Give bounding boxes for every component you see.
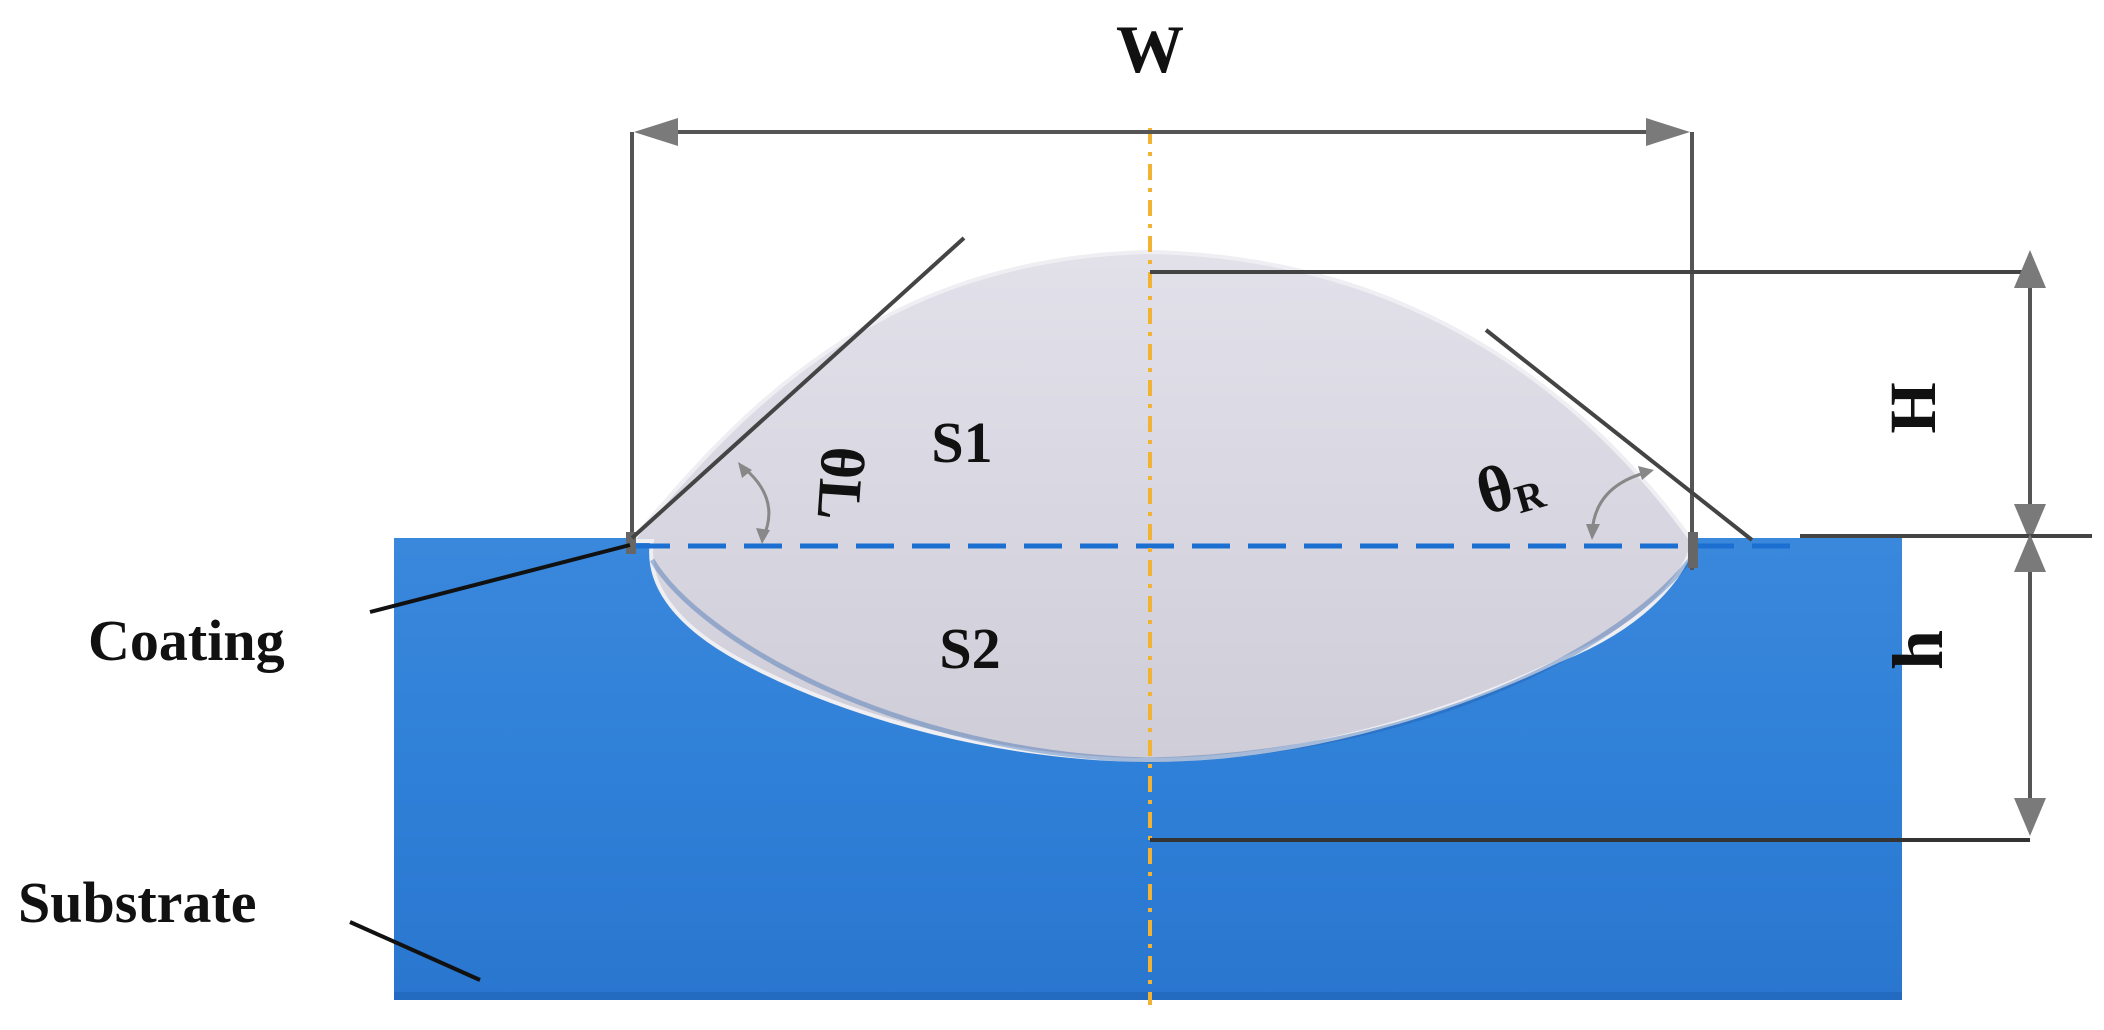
right-angle-arrow-bottom	[1586, 524, 1600, 540]
depth-label: h	[1878, 630, 1958, 670]
depth-arrow-bottom	[2014, 798, 2046, 836]
depth-arrow-top	[2014, 534, 2046, 572]
left-tangent-line	[630, 236, 966, 540]
left-toe-marker	[626, 532, 636, 554]
height-arrow-top	[2014, 250, 2046, 288]
coating-bead	[627, 249, 1695, 763]
coating-label: Coating	[88, 608, 285, 673]
width-label: W	[1116, 11, 1184, 87]
height-top-label: H	[1877, 382, 1950, 433]
right-angle-arrow-top	[1638, 466, 1654, 480]
substrate-label: Substrate	[18, 870, 256, 935]
theta-left-label: θL	[803, 444, 876, 522]
right-tangent-line	[1484, 328, 1754, 542]
area-top-label: S1	[931, 410, 992, 475]
area-bottom-label: S2	[939, 616, 1000, 681]
width-arrow-right	[1646, 118, 1690, 146]
width-arrow-left	[634, 118, 678, 146]
left-angle-arrow-top	[738, 462, 752, 478]
right-toe-marker	[1688, 532, 1698, 568]
coating-leader-line	[369, 543, 631, 614]
substrate-leader-line	[349, 920, 481, 982]
penetration-shadow	[649, 558, 1692, 763]
left-angle-arrow-bottom	[756, 528, 770, 544]
height-arrow-bottom	[2014, 504, 2046, 542]
